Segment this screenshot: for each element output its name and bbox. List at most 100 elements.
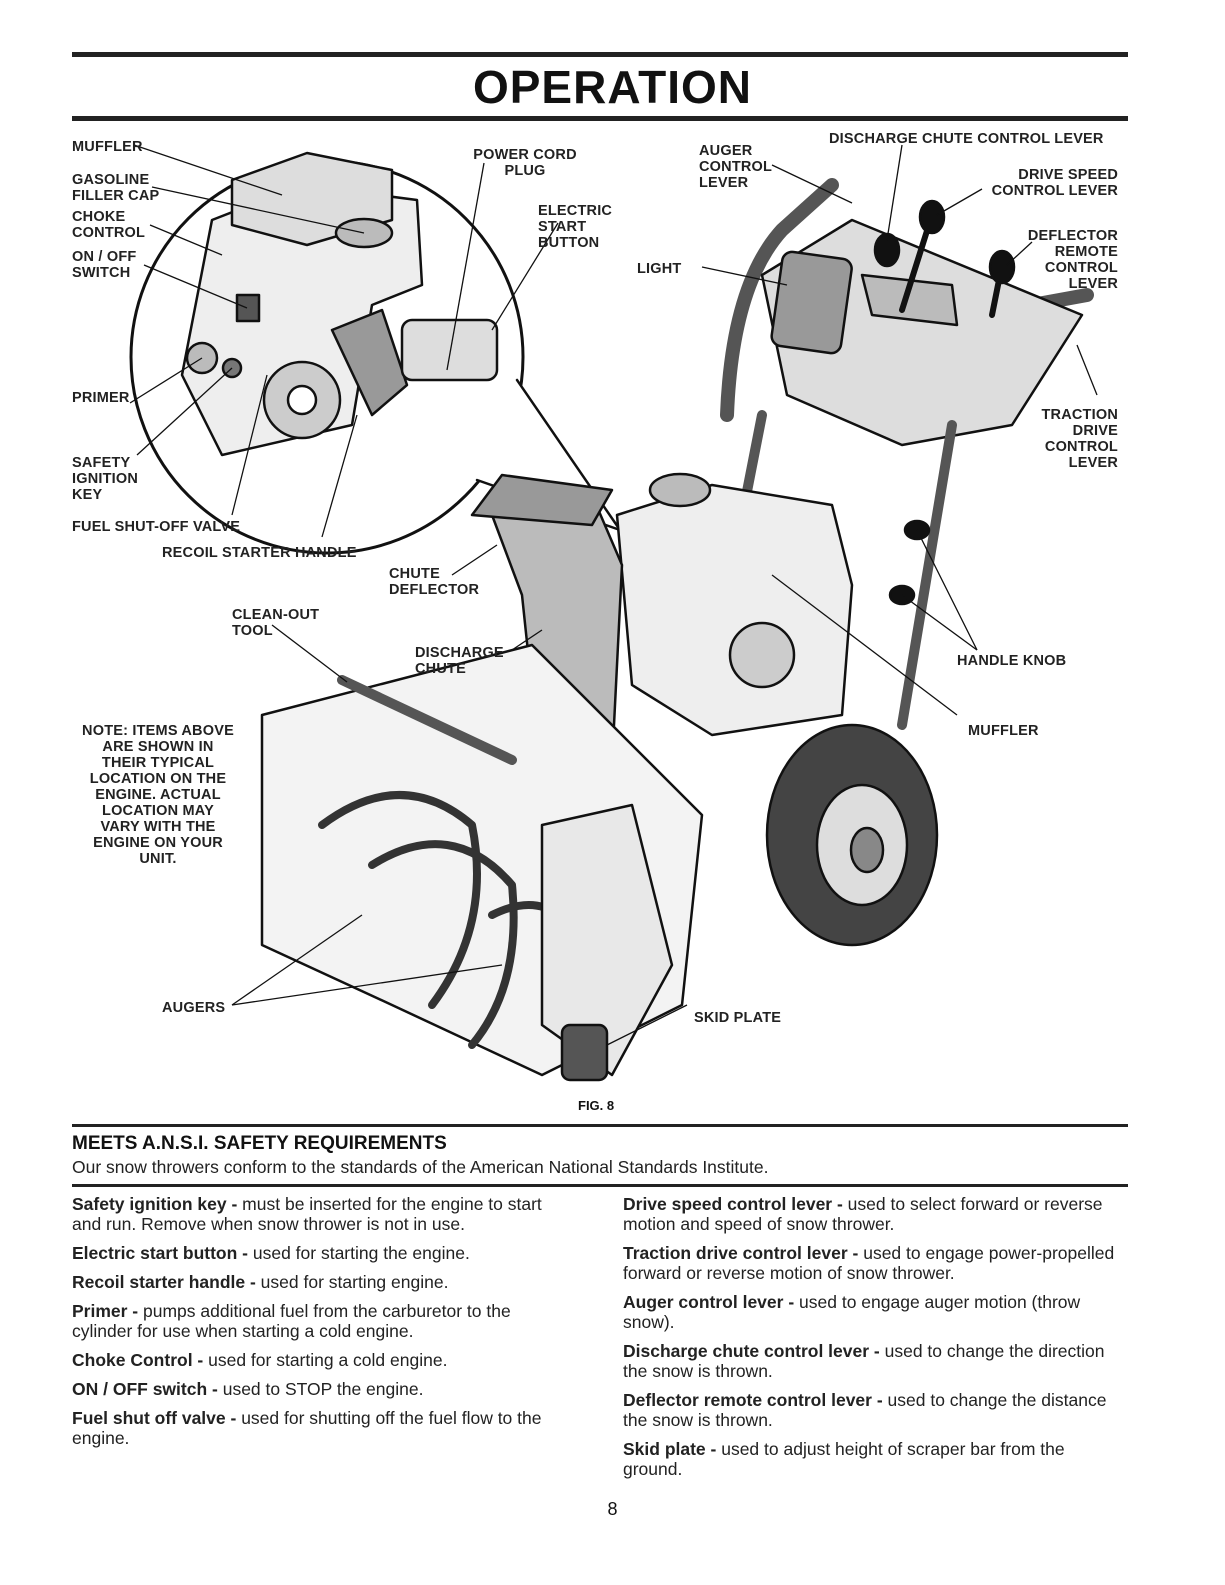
- description-item: Discharge chute control lever - used to …: [623, 1341, 1123, 1381]
- label-muffler-top: MUFFLER: [72, 139, 143, 155]
- description-text: used to adjust height of scraper bar fro…: [623, 1439, 1065, 1479]
- label-gasoline-filler-cap: GASOLINE FILLER CAP: [72, 172, 160, 204]
- leader-handle-knob-1: [916, 529, 978, 651]
- leader-electric-start: [491, 222, 559, 331]
- leader-augers-1: [231, 914, 363, 1006]
- title-underline-rule: [72, 116, 1128, 121]
- machine-handle-left: [720, 178, 839, 422]
- description-term: ON / OFF switch -: [72, 1379, 218, 1399]
- label-discharge-chute: DISCHARGE CHUTE: [415, 645, 504, 677]
- page-title: OPERATION: [472, 61, 753, 113]
- engine-switch-box: [235, 293, 261, 323]
- snow-thrower-figure: MUFFLER GASOLINE FILLER CAP CHOKE CONTRO…: [72, 125, 1132, 1110]
- label-handle-knob: HANDLE KNOB: [957, 653, 1067, 669]
- description-term: Fuel shut off valve -: [72, 1408, 237, 1428]
- description-text: used to change the distance the snow is …: [623, 1390, 1107, 1430]
- descriptions-right-column: Drive speed control lever - used to sele…: [623, 1194, 1123, 1488]
- machine-wheel-center: [849, 826, 885, 874]
- machine-lower-handle-right: [897, 420, 957, 730]
- label-deflector-remote-control-lever: DEFLECTOR REMOTE CONTROL LEVER: [1027, 228, 1118, 292]
- description-text: used for shutting off the fuel flow to t…: [72, 1408, 542, 1448]
- label-skid-plate: SKID PLATE: [694, 1010, 782, 1026]
- label-traction-drive-control-lever: TRACTION DRIVE CONTROL LEVER: [1041, 407, 1118, 471]
- machine-engine-cap: [648, 472, 712, 508]
- description-text: used to STOP the engine.: [217, 1379, 424, 1399]
- leader-augers-2: [231, 964, 503, 1006]
- leader-power-cord: [446, 162, 485, 371]
- description-text: used for starting a cold engine.: [203, 1350, 448, 1370]
- engine-starter-motor: [400, 318, 499, 382]
- engine-belt: [330, 308, 409, 417]
- machine-engine-recoil: [728, 621, 796, 689]
- description-item: Fuel shut off valve - used for shutting …: [72, 1408, 572, 1448]
- leader-light: [701, 266, 788, 286]
- description-text: used for starting engine.: [255, 1272, 449, 1292]
- section-top-rule: [72, 1124, 1128, 1127]
- machine-lever-deflector-knob: [988, 249, 1016, 285]
- leader-handle-knob-2: [901, 594, 978, 651]
- label-auger-control-lever: AUGER CONTROL LEVER: [699, 143, 773, 191]
- leader-choke: [149, 224, 223, 256]
- description-term: Discharge chute control lever -: [623, 1341, 880, 1361]
- label-augers: AUGERS: [162, 1000, 226, 1016]
- label-on-off-switch: ON / OFF SWITCH: [72, 249, 137, 281]
- label-clean-out-tool: CLEAN-OUT TOOL: [232, 607, 320, 639]
- description-item: Safety ignition key - must be inserted f…: [72, 1194, 572, 1234]
- leader-auger-lever: [771, 164, 853, 204]
- section-bottom-rule: [72, 1184, 1128, 1187]
- machine-auger-1: [318, 791, 481, 1009]
- machine-light: [770, 250, 853, 355]
- top-rule: [72, 52, 1128, 57]
- description-term: Choke Control -: [72, 1350, 204, 1370]
- machine-skid-plate: [560, 1023, 609, 1082]
- leader-deflector: [1006, 241, 1033, 266]
- description-text: used to engage power-propelled forward o…: [623, 1243, 1115, 1283]
- description-item: Traction drive control lever - used to e…: [623, 1243, 1123, 1283]
- engine-recoil-center: [286, 384, 318, 416]
- leader-traction: [1076, 344, 1098, 396]
- description-text: must be inserted for the engine to start…: [72, 1194, 542, 1234]
- label-light: LIGHT: [637, 261, 682, 277]
- description-item: ON / OFF switch - used to STOP the engin…: [72, 1379, 572, 1399]
- label-power-cord-plug: POWER CORD PLUG: [473, 147, 577, 179]
- description-item: Deflector remote control lever - used to…: [623, 1390, 1123, 1430]
- label-muffler-right: MUFFLER: [968, 723, 1039, 739]
- leader-recoil: [321, 414, 358, 538]
- leader-primer: [129, 357, 203, 404]
- label-drive-speed-control-lever: DRIVE SPEED CONTROL LEVER: [991, 167, 1118, 199]
- safety-section-title: MEETS A.N.S.I. SAFETY REQUIREMENTS: [72, 1133, 447, 1154]
- description-item: Primer - pumps additional fuel from the …: [72, 1301, 572, 1341]
- leader-clean-out: [271, 624, 348, 683]
- safety-section-intro: Our snow throwers conform to the standar…: [72, 1157, 769, 1177]
- descriptions-left-column: Safety ignition key - must be inserted f…: [72, 1194, 572, 1457]
- leader-drive-speed: [936, 188, 983, 216]
- label-recoil-starter-handle: RECOIL STARTER HANDLE: [162, 545, 357, 561]
- leader-gasoline-cap: [151, 186, 365, 234]
- description-term: Electric start button -: [72, 1243, 248, 1263]
- description-text: pumps additional fuel from the carbureto…: [72, 1301, 511, 1341]
- machine-impeller-housing: [540, 803, 674, 1077]
- machine-lever-drive-knob: [918, 199, 946, 235]
- leader-safety-key: [136, 367, 233, 456]
- label-choke-control: CHOKE CONTROL: [72, 209, 146, 241]
- description-item: Electric start button - used for startin…: [72, 1243, 572, 1263]
- description-term: Primer -: [72, 1301, 139, 1321]
- description-item: Skid plate - used to adjust height of sc…: [623, 1439, 1123, 1479]
- label-chute-deflector: CHUTE DEFLECTOR: [389, 566, 480, 598]
- description-text: used to engage auger motion (throw snow)…: [623, 1292, 1081, 1332]
- description-item: Choke Control - used for starting a cold…: [72, 1350, 572, 1370]
- machine-clean-out-tool: [337, 675, 517, 765]
- description-item: Recoil starter handle - used for startin…: [72, 1272, 572, 1292]
- leader-fuel-valve: [231, 374, 268, 516]
- description-term: Deflector remote control lever -: [623, 1390, 883, 1410]
- description-item: Drive speed control lever - used to sele…: [623, 1194, 1123, 1234]
- machine-chute-deflector: [470, 473, 614, 527]
- label-discharge-chute-control-lever: DISCHARGE CHUTE CONTROL LEVER: [829, 131, 1104, 147]
- label-electric-start-button: ELECTRIC START BUTTON: [538, 203, 613, 251]
- label-fuel-shutoff-valve: FUEL SHUT-OFF VALVE: [72, 519, 241, 535]
- leader-chute-deflector: [451, 544, 498, 576]
- leader-onoff: [143, 264, 248, 309]
- description-text: used for starting the engine.: [248, 1243, 470, 1263]
- description-term: Skid plate -: [623, 1439, 717, 1459]
- leader-muffler-right: [771, 574, 958, 716]
